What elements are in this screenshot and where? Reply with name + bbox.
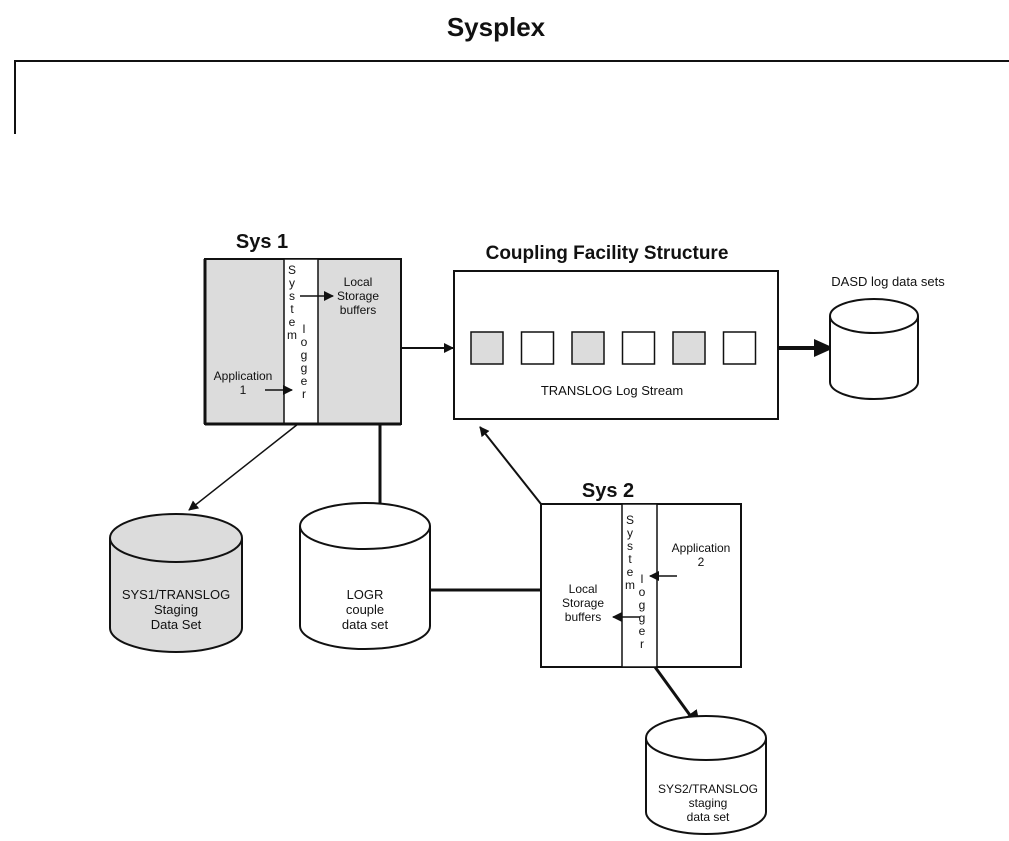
sys1-logger-char: o — [301, 335, 308, 349]
sys2-application-line: 2 — [698, 555, 705, 569]
sys2-logger-char: g — [639, 611, 646, 625]
sys1-to-staging-arrow — [188, 423, 299, 511]
sys1-logger-char: g — [301, 361, 308, 375]
sys2-system-logger-column — [621, 503, 658, 668]
sys1-system-logger-text: S y s t e m l o g g e r — [287, 263, 308, 401]
sys1-logger-char: S — [288, 263, 296, 277]
sys1-local-storage-line: buffers — [340, 303, 376, 317]
sys2-label: Sys 2 — [582, 480, 634, 502]
sysplex-title: Sysplex — [447, 12, 546, 42]
logr-text: LOGR couple data set — [342, 587, 389, 632]
sys1-box — [203, 258, 402, 426]
sys1-logger-char: r — [302, 387, 306, 401]
log-block — [470, 331, 504, 365]
sys1-local-storage-buffers: Local Storage buffers — [337, 275, 379, 317]
log-block — [722, 331, 757, 365]
sys2-application: Application 2 — [672, 541, 731, 569]
sys2-logger-char: y — [627, 526, 633, 540]
cf-stream-label: TRANSLOG Log Stream — [541, 383, 683, 398]
sys2-staging-line: data set — [687, 810, 730, 824]
dasd-label: DASD log data sets — [831, 274, 945, 289]
sys1-logger-char: e — [289, 315, 296, 329]
sys2-local-storage-line: buffers — [565, 610, 601, 624]
sys2-staging-text: SYS2/TRANSLOG staging data set — [658, 782, 758, 824]
cf-log-blocks — [470, 331, 757, 365]
sys1-logger-char: l — [303, 322, 306, 336]
sys1-local-storage-line: Storage — [337, 289, 379, 303]
cf-label: Coupling Facility Structure — [486, 243, 729, 264]
sys1-local-storage-line: Local — [344, 275, 373, 289]
sys2-local-storage-line: Local — [569, 582, 598, 596]
sys2-staging-cylinder — [645, 715, 767, 835]
logr-line: LOGR — [347, 587, 384, 602]
sys2-local-storage-buffers: Local Storage buffers — [562, 582, 604, 624]
logr-line: data set — [342, 617, 389, 632]
sys2-to-cf-arrow — [479, 426, 542, 505]
sys2-logger-char: t — [628, 552, 632, 566]
sys1-logger-char: s — [289, 289, 295, 303]
sys1-logger-char: t — [290, 302, 294, 316]
sys1-label: Sys 1 — [236, 231, 288, 253]
sys2-logger-char: r — [640, 637, 644, 651]
sys2-local-storage-line: Storage — [562, 596, 604, 610]
sys2-staging-line: SYS2/TRANSLOG — [658, 782, 758, 796]
logr-line: couple — [346, 602, 384, 617]
sys2-logger-char: m — [625, 578, 635, 592]
sys1-staging-cylinder — [109, 513, 243, 653]
sys1-logger-char: m — [287, 328, 297, 342]
sys2-logger-char: e — [627, 565, 634, 579]
sys1-system-logger-column — [283, 258, 319, 425]
sys1-staging-line: SYS1/TRANSLOG — [122, 587, 230, 602]
sys1-staging-line: Staging — [154, 602, 198, 617]
sys2-logger-char: g — [639, 598, 646, 612]
log-block — [520, 331, 555, 365]
sys2-logger-char: S — [626, 513, 634, 527]
sys1-application-line: Application — [214, 369, 273, 383]
sys2-application-line: Application — [672, 541, 731, 555]
sys2-logger-char: s — [627, 539, 633, 553]
sys1-logger-char: g — [301, 348, 308, 362]
dasd-cylinder — [829, 298, 919, 400]
logr-cylinder — [299, 502, 431, 650]
log-block — [672, 331, 706, 365]
sys2-logger-char: l — [641, 572, 644, 586]
sys1-application-line: 1 — [240, 383, 247, 397]
sys1-logger-char: e — [301, 374, 308, 388]
sysplex-boundary — [14, 60, 1009, 134]
sys2-logger-char: o — [639, 585, 646, 599]
log-block — [621, 331, 656, 365]
sys2-logger-char: e — [639, 624, 646, 638]
log-block — [571, 331, 605, 365]
sys2-system-logger-text: S y s t e m l o g g e r — [625, 513, 646, 651]
sys1-logger-char: y — [289, 276, 295, 290]
sys2-staging-line: staging — [689, 796, 728, 810]
sys1-staging-line: Data Set — [151, 617, 202, 632]
sys1-staging-text: SYS1/TRANSLOG Staging Data Set — [122, 587, 230, 632]
sys1-application: Application 1 — [214, 369, 273, 397]
sys2-box — [540, 503, 742, 668]
